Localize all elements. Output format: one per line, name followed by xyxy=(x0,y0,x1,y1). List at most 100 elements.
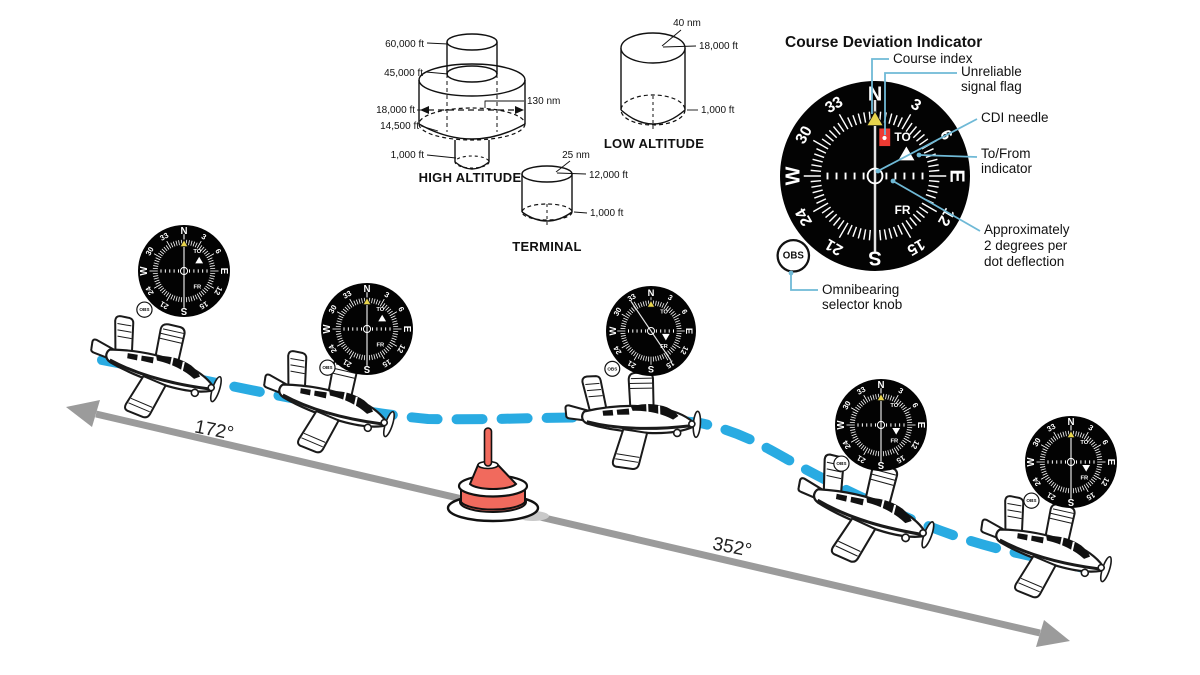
svg-text:30: 30 xyxy=(144,245,156,257)
svg-text:3: 3 xyxy=(200,232,208,242)
svg-text:3: 3 xyxy=(897,386,905,396)
label-18000ft-high: 18,000 ft xyxy=(376,105,415,116)
callout-tofrom-2: indicator xyxy=(981,161,1033,176)
station-antenna xyxy=(483,427,493,467)
cdi-title: Course Deviation Indicator xyxy=(785,34,982,51)
high-altitude-title: HIGH ALTITUDE xyxy=(419,170,522,185)
svg-text:S: S xyxy=(868,247,881,269)
svg-text:OBS: OBS xyxy=(607,366,617,371)
svg-text:15: 15 xyxy=(904,235,928,259)
svg-text:OBS: OBS xyxy=(783,250,805,261)
svg-text:6: 6 xyxy=(213,247,223,255)
svg-text:FR: FR xyxy=(660,344,667,350)
callout-deflection-1: Approximately xyxy=(984,222,1070,237)
svg-text:6: 6 xyxy=(910,401,920,409)
svg-text:33: 33 xyxy=(341,289,353,301)
svg-text:30: 30 xyxy=(612,306,624,318)
svg-text:FR: FR xyxy=(376,343,385,349)
svg-text:12: 12 xyxy=(1099,476,1111,488)
callout-tofrom-1: To/From xyxy=(981,146,1031,161)
svg-text:6: 6 xyxy=(680,308,690,316)
arrowhead-352 xyxy=(1036,620,1070,647)
callout-obs-2: selector knob xyxy=(822,297,902,312)
svg-text:12: 12 xyxy=(909,439,921,451)
svg-text:30: 30 xyxy=(793,123,817,147)
svg-text:S: S xyxy=(877,459,884,470)
label-40nm: 40 nm xyxy=(673,18,701,29)
terminal-title: TERMINAL xyxy=(512,239,582,254)
airplane-3 xyxy=(560,365,706,475)
svg-text:TO: TO xyxy=(193,249,201,255)
svg-text:3: 3 xyxy=(1087,423,1095,433)
vor-station xyxy=(446,427,549,523)
svg-text:6: 6 xyxy=(396,305,406,313)
svg-text:TO: TO xyxy=(376,307,384,313)
svg-text:TO: TO xyxy=(660,310,668,316)
svg-text:33: 33 xyxy=(822,93,846,117)
svg-text:3: 3 xyxy=(383,290,391,300)
svg-text:W: W xyxy=(322,324,333,334)
high-altitude-volume: 60,000 ft 45,000 ft 130 nm 18,000 ft 14,… xyxy=(376,33,560,185)
svg-text:E: E xyxy=(946,169,968,182)
svg-text:30: 30 xyxy=(1031,436,1043,448)
cdi-callout-lines xyxy=(790,58,981,291)
callout-course-index: Course index xyxy=(893,51,973,66)
svg-text:N: N xyxy=(648,287,655,298)
arrowhead-172 xyxy=(66,400,100,427)
svg-text:TO: TO xyxy=(890,403,898,409)
svg-text:N: N xyxy=(1068,417,1075,428)
svg-text:3: 3 xyxy=(666,293,674,303)
course-radial-arrow xyxy=(66,400,1070,647)
svg-text:12: 12 xyxy=(679,345,691,357)
svg-text:S: S xyxy=(648,364,654,375)
svg-text:30: 30 xyxy=(327,303,339,315)
svg-text:OBS: OBS xyxy=(1026,498,1036,503)
svg-text:FR: FR xyxy=(193,285,202,291)
svg-text:33: 33 xyxy=(855,385,867,397)
svg-text:E: E xyxy=(915,422,926,429)
svg-text:15: 15 xyxy=(665,359,677,371)
svg-text:33: 33 xyxy=(158,231,170,243)
svg-text:E: E xyxy=(1105,459,1116,466)
svg-text:W: W xyxy=(139,266,150,276)
svg-text:6: 6 xyxy=(1100,438,1110,446)
svg-text:FR: FR xyxy=(1080,476,1089,482)
svg-text:30: 30 xyxy=(841,399,853,411)
svg-text:OBS: OBS xyxy=(322,365,332,370)
label-45000ft: 45,000 ft xyxy=(384,68,423,79)
svg-text:OBS: OBS xyxy=(836,461,846,466)
svg-text:33: 33 xyxy=(626,292,638,304)
svg-text:N: N xyxy=(364,284,371,295)
label-25nm: 25 nm xyxy=(562,150,590,161)
svg-text:N: N xyxy=(181,226,188,237)
svg-text:FR: FR xyxy=(890,439,899,445)
svg-text:24: 24 xyxy=(792,205,816,229)
callout-obs-1: Omnibearing xyxy=(822,282,899,297)
terminal-volume: 25 nm 12,000 ft 1,000 ft TERMINAL xyxy=(512,150,628,254)
svg-text:E: E xyxy=(401,326,412,333)
svg-text:OBS: OBS xyxy=(139,307,149,312)
svg-text:W: W xyxy=(836,420,847,430)
svg-text:21: 21 xyxy=(626,359,638,371)
svg-text:W: W xyxy=(607,326,618,335)
svg-text:W: W xyxy=(1026,457,1037,467)
callout-unreliable-1: Unreliable xyxy=(961,64,1022,79)
svg-text:E: E xyxy=(218,268,229,275)
svg-text:12: 12 xyxy=(934,205,958,229)
svg-text:TO: TO xyxy=(1080,440,1088,446)
svg-text:21: 21 xyxy=(822,235,846,259)
label-1000ft-high: 1,000 ft xyxy=(391,150,425,161)
low-altitude-title: LOW ALTITUDE xyxy=(604,136,704,151)
svg-text:N: N xyxy=(878,380,885,391)
callout-cdi-needle: CDI needle xyxy=(981,110,1049,125)
label-1000ft-low: 1,000 ft xyxy=(701,105,735,116)
low-altitude-volume: 40 nm 18,000 ft 1,000 ft LOW ALTITUDE xyxy=(604,18,738,151)
svg-text:12: 12 xyxy=(212,285,224,297)
